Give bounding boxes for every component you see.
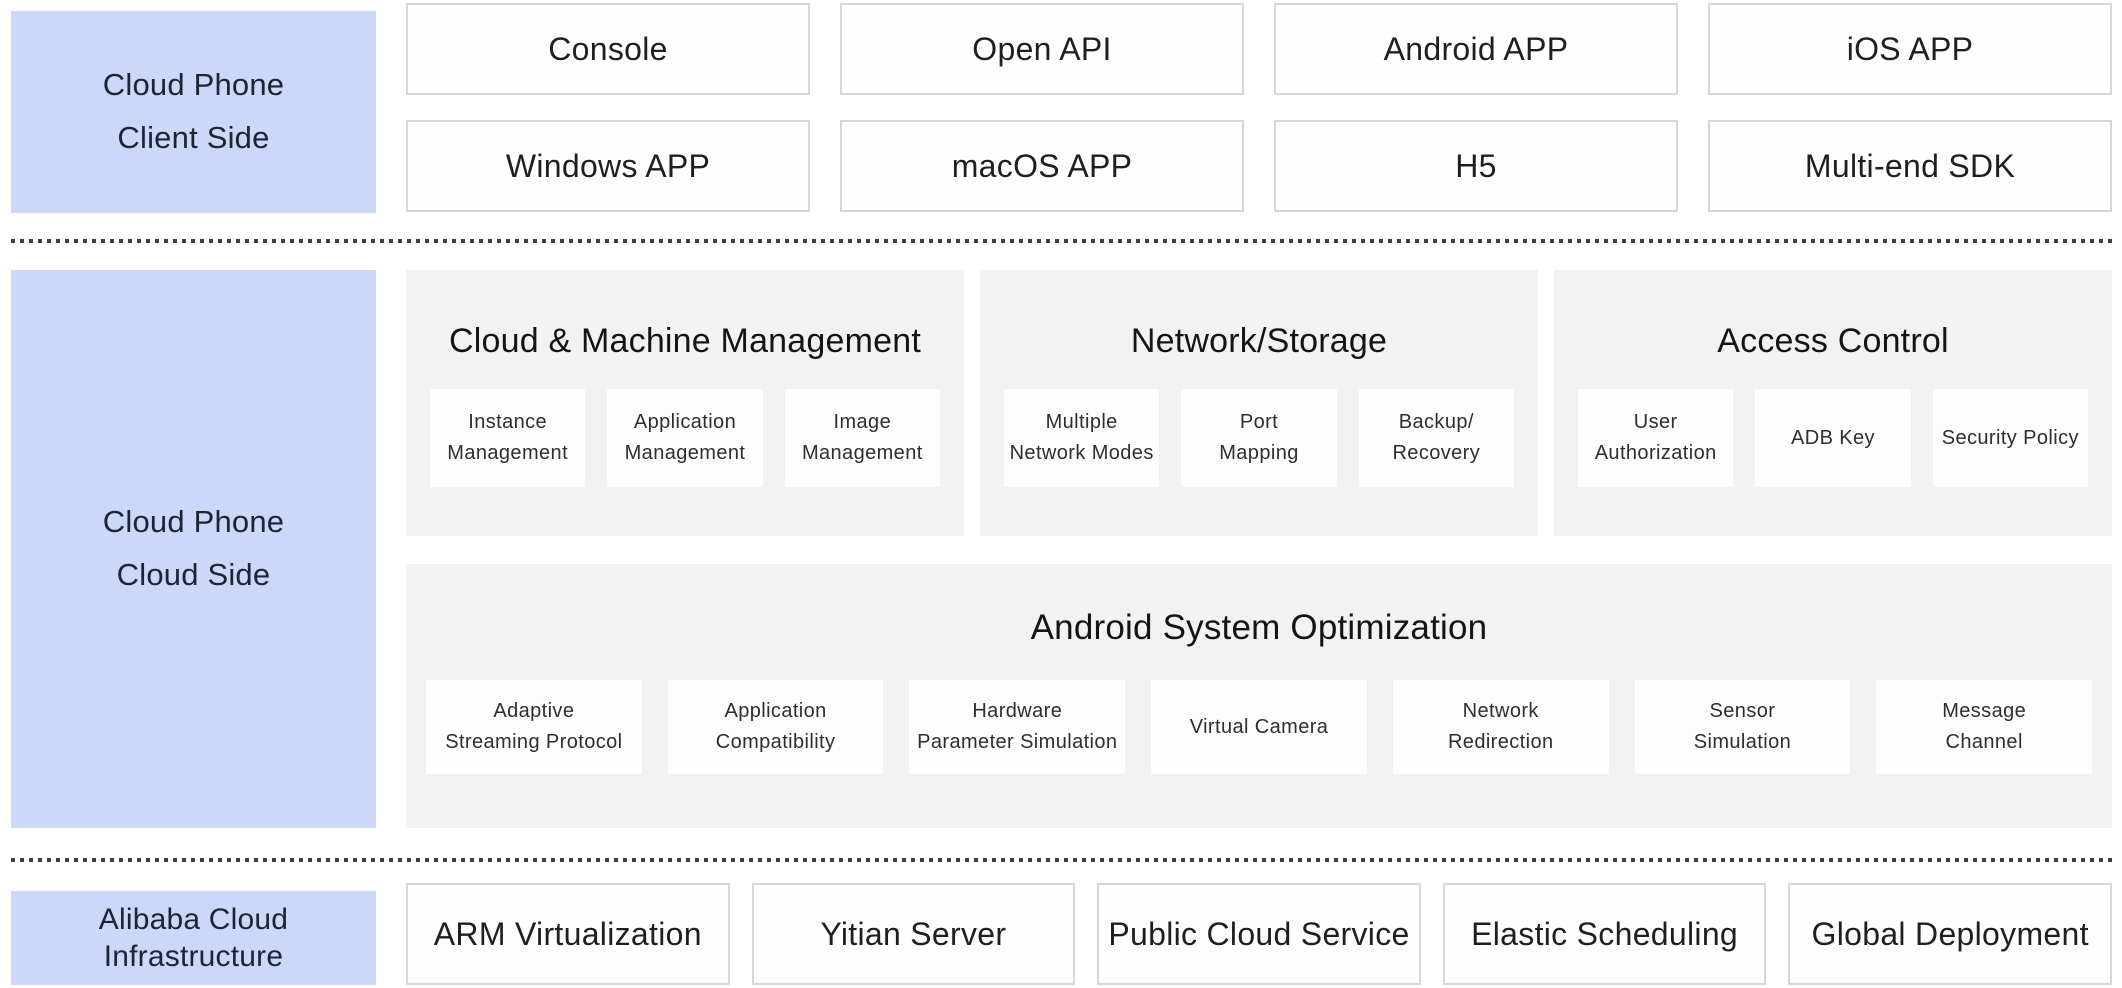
panel-android-system-optimization: Android System Optimization Adaptive Str…: [406, 564, 2112, 828]
box-open-api: Open API: [840, 3, 1244, 95]
chip-user-authorization: User Authorization: [1578, 389, 1734, 487]
client-apps-row-2: Windows APP macOS APP H5 Multi-end SDK: [406, 120, 2112, 212]
infrastructure-label: Alibaba Cloud Infrastructure: [11, 891, 376, 985]
cloud-side-section: Cloud Phone Cloud Side Cloud & Machine M…: [11, 270, 2112, 828]
box-console: Console: [406, 3, 810, 95]
panel-title: Android System Optimization: [1030, 608, 1488, 647]
box-ios-app: iOS APP: [1708, 3, 2112, 95]
chip-virtual-camera: Virtual Camera: [1151, 680, 1367, 774]
box-multi-end-sdk: Multi-end SDK: [1708, 120, 2112, 212]
chip-security-policy: Security Policy: [1932, 389, 2088, 487]
box-h5: H5: [1274, 120, 1678, 212]
chip-backup-recovery: Backup/ Recovery: [1358, 389, 1514, 487]
cloud-side-content: Cloud & Machine Management Instance Mana…: [406, 270, 2112, 828]
chip-adb-key: ADB Key: [1755, 389, 1911, 487]
panel-access-control: Access Control User Authorization ADB Ke…: [1554, 270, 2112, 536]
chip-hardware-parameter-simulation: Hardware Parameter Simulation: [909, 680, 1126, 774]
chip-application-management: Application Management: [607, 389, 763, 487]
panel-title: Access Control: [1717, 322, 1949, 360]
chip-sensor-simulation: Sensor Simulation: [1634, 680, 1851, 774]
panel-cloud-machine-management: Cloud & Machine Management Instance Mana…: [406, 270, 964, 536]
box-windows-app: Windows APP: [406, 120, 810, 212]
cloud-side-label: Cloud Phone Cloud Side: [11, 270, 376, 828]
chip-image-management: Image Management: [784, 389, 940, 487]
chip-message-channel: Message Channel: [1876, 680, 2093, 774]
box-global-deployment: Global Deployment: [1788, 883, 2112, 985]
separator-dotted-bottom: [11, 858, 2112, 862]
cloud-side-panels-row: Cloud & Machine Management Instance Mana…: [406, 270, 2112, 536]
box-public-cloud-service: Public Cloud Service: [1097, 883, 1421, 985]
chip-multiple-network-modes: Multiple Network Modes: [1004, 389, 1160, 487]
box-android-app: Android APP: [1274, 3, 1678, 95]
chip-instance-management: Instance Management: [430, 389, 586, 487]
box-yitian-server: Yitian Server: [751, 883, 1076, 985]
infrastructure-section: Alibaba Cloud Infrastructure ARM Virtual…: [11, 883, 2112, 985]
chip-application-compatibility: Application Compatibility: [667, 680, 884, 774]
panel-title: Network/Storage: [1130, 322, 1388, 360]
box-macos-app: macOS APP: [840, 120, 1244, 212]
chip-network-redirection: Network Redirection: [1392, 680, 1609, 774]
client-side-section: Cloud Phone Client Side Console Open API…: [11, 3, 2112, 213]
chip-port-mapping: Port Mapping: [1181, 389, 1337, 487]
box-arm-virtualization: ARM Virtualization: [406, 883, 730, 985]
client-side-label: Cloud Phone Client Side: [11, 11, 376, 213]
client-apps-grid: Console Open API Android APP iOS APP Win…: [406, 3, 2112, 212]
infrastructure-grid: ARM Virtualization Yitian Server Public …: [406, 883, 2112, 985]
client-apps-row-1: Console Open API Android APP iOS APP: [406, 3, 2112, 95]
separator-dotted-top: [11, 239, 2112, 243]
box-elastic-scheduling: Elastic Scheduling: [1442, 883, 1767, 985]
chip-adaptive-streaming-protocol: Adaptive Streaming Protocol: [426, 680, 642, 774]
panel-network-storage: Network/Storage Multiple Network Modes P…: [980, 270, 1538, 536]
panel-title: Cloud & Machine Management: [448, 322, 922, 360]
